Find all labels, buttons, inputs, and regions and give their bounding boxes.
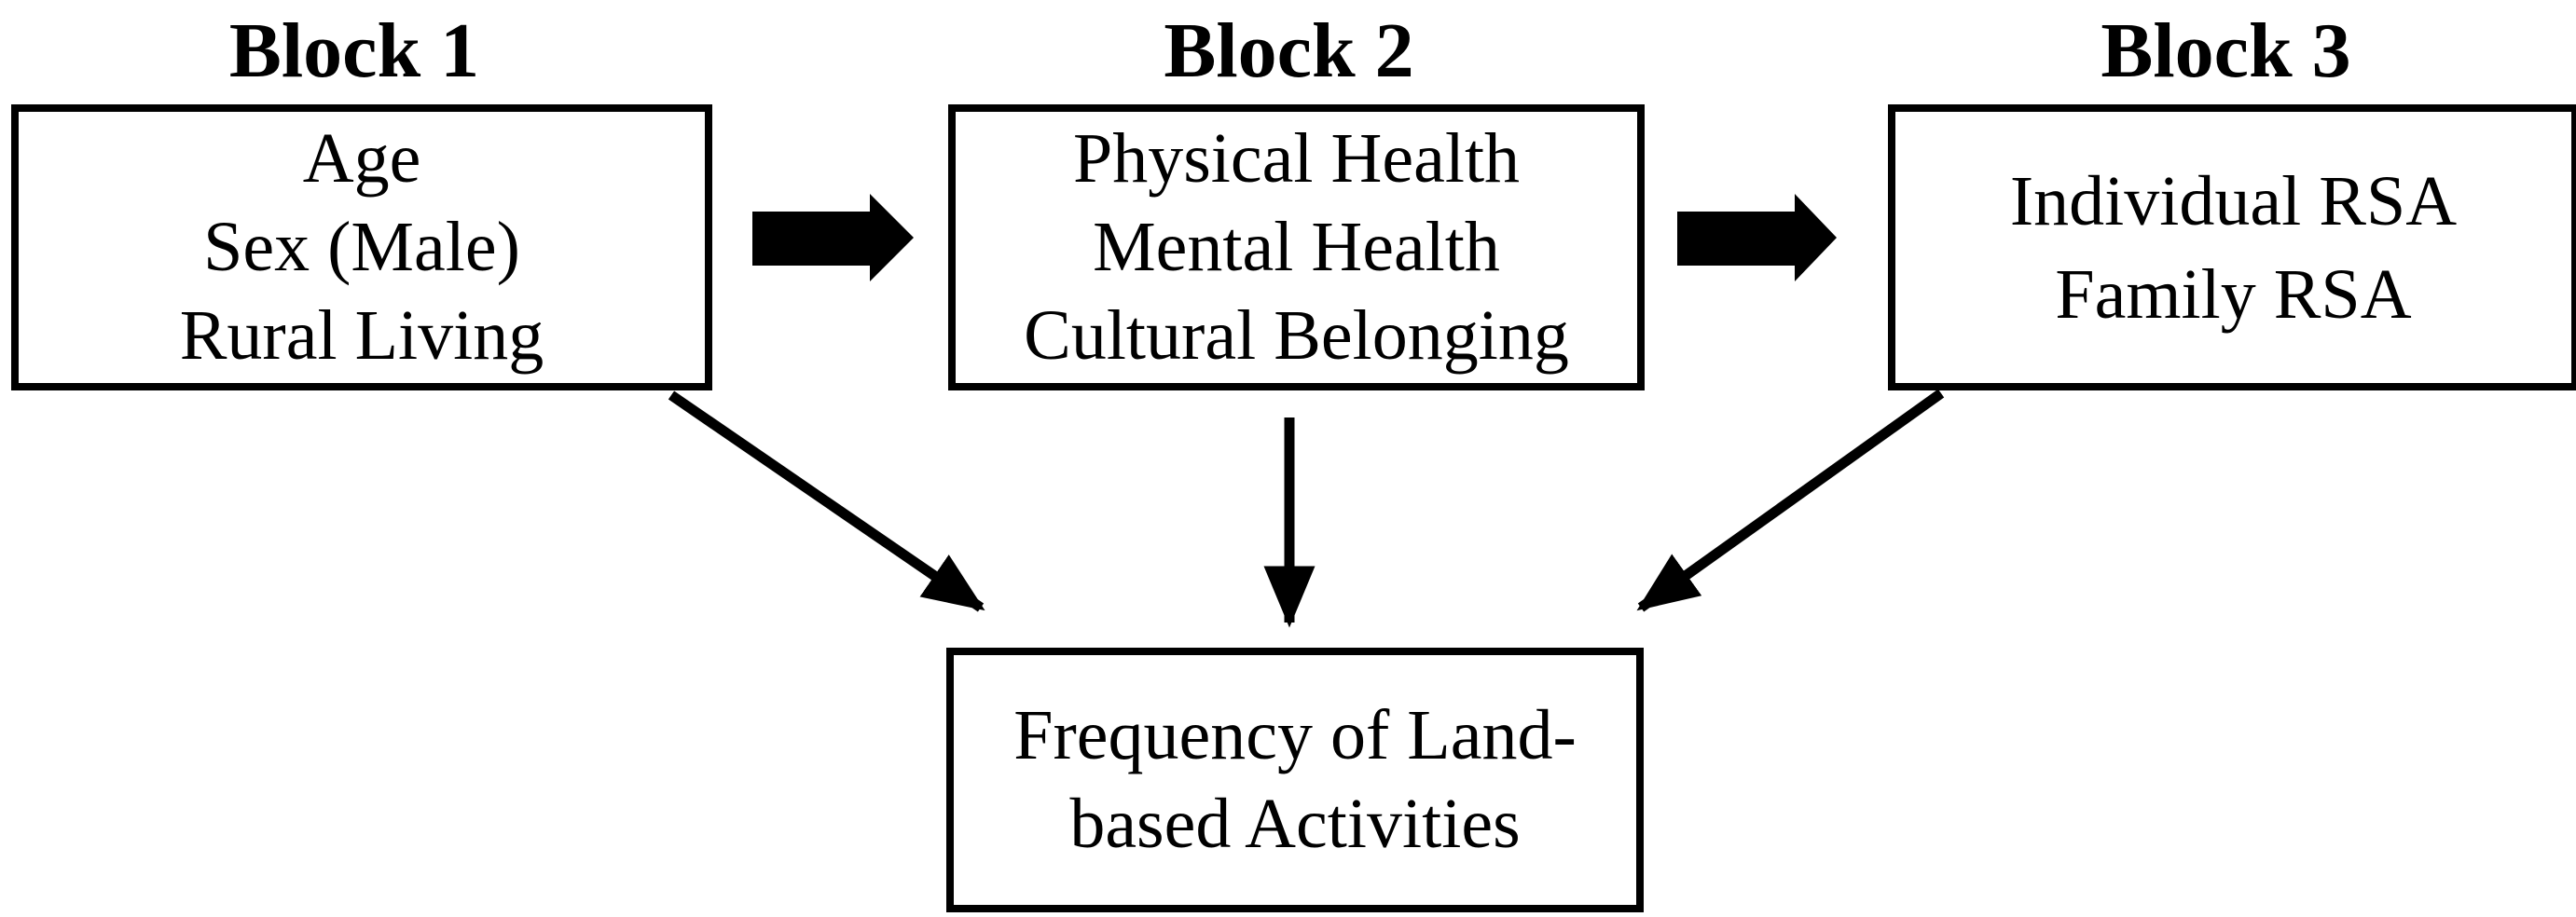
block3-title: Block 3 bbox=[2101, 7, 2351, 94]
block2-to-block3-arrow-icon bbox=[1677, 194, 1837, 281]
block1-line-sex: Sex (Male) bbox=[203, 208, 520, 286]
block1-title: Block 1 bbox=[228, 7, 480, 94]
block2-box: Physical Health Mental Health Cultural B… bbox=[948, 104, 1645, 390]
block1-line-rural-living: Rural Living bbox=[179, 296, 544, 375]
block3-box: Individual RSA Family RSA bbox=[1888, 104, 2576, 390]
block2-line-cultural-belonging: Cultural Belonging bbox=[1024, 296, 1569, 375]
outcome-line-2: based Activities bbox=[1069, 785, 1521, 863]
block1-to-block2-arrow-icon bbox=[752, 194, 914, 281]
block1-box: Age Sex (Male) Rural Living bbox=[11, 104, 712, 390]
block2-line-mental-health: Mental Health bbox=[1093, 208, 1500, 286]
outcome-line-1: Frequency of Land- bbox=[1013, 696, 1577, 774]
block3-line-individual-rsa: Individual RSA bbox=[2009, 161, 2458, 240]
block2-title: Block 2 bbox=[1164, 7, 1414, 94]
outcome-box: Frequency of Land- based Activities bbox=[946, 648, 1644, 912]
block1-line-age: Age bbox=[302, 119, 421, 198]
block3-to-outcome-arrow-icon bbox=[1636, 389, 1945, 612]
block3-line-family-rsa: Family RSA bbox=[2055, 254, 2412, 334]
block1-to-outcome-arrow-icon bbox=[668, 390, 985, 612]
block2-line-physical-health: Physical Health bbox=[1072, 119, 1521, 198]
